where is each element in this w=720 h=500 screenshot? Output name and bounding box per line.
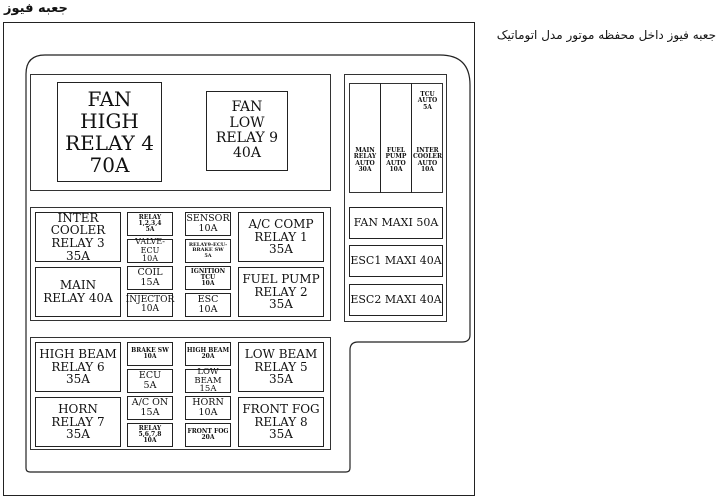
diagram-caption: جعبه فیوز داخل محفظه موتور مدل اتوماتیک — [496, 28, 716, 42]
fuse-esc1-maxi-40a: ESC1 MAXI 40A — [349, 245, 443, 277]
fuse-valve-ecu: VALVE-ECU 10A — [127, 238, 173, 263]
fuse-relay-5678: RELAY 5,6,7,8 10A — [127, 423, 173, 447]
page-title: جعبه فیوز — [4, 1, 68, 16]
fuse-sensor: SENSOR 10A — [185, 212, 231, 236]
fuse-coil: COIL 15A — [127, 266, 173, 290]
fuse-relay9-ecu-brake-sw: RELAY9-ECU- BRAKE SW 5A — [185, 239, 231, 263]
fuse-ignition-tcu: IGNITION TCU 10A — [185, 266, 231, 290]
fuse-horn: HORN 10A — [185, 396, 231, 420]
middle-fuse-section — [30, 207, 331, 321]
fan-low-relay-9: FAN LOW RELAY 9 40A — [206, 91, 288, 171]
fuse-inter-cooler-auto: INTER COOLER AUTO 10A — [412, 147, 442, 173]
fuse-brake-sw: BRAKE SW 10A — [127, 342, 173, 366]
auto-fuse-divider-1 — [380, 83, 381, 193]
top-relay-section — [30, 74, 331, 191]
fuse-tcu-auto: TCU AUTO 5A — [417, 91, 438, 111]
fuse-main-relay-auto: MAIN RELAY AUTO 30A — [353, 147, 377, 173]
auto-fuse-block — [349, 83, 443, 193]
fan-high-relay-4: FAN HIGH RELAY 4 70A — [57, 82, 162, 182]
low-beam-relay-5: LOW BEAM RELAY 5 35A — [238, 342, 324, 392]
fuse-esc: ESC 10A — [185, 293, 231, 317]
auto-fuse-divider-2 — [411, 83, 412, 193]
right-fuse-section — [344, 74, 447, 322]
fuse-injector: INJECTOR 10A — [126, 293, 174, 317]
front-fog-relay-8: FRONT FOG RELAY 8 35A — [238, 397, 324, 447]
fuse-relay-1234: RELAY 1,2,3,4 5A — [127, 212, 173, 236]
fuse-fuel-pump-auto: FUEL PUMP AUTO 10A — [385, 147, 407, 173]
horn-relay-7: HORN RELAY 7 35A — [35, 397, 121, 447]
fuse-ac-on: A/C ON 15A — [127, 396, 173, 420]
inter-cooler-relay-3: INTER COOLER RELAY 3 35A — [35, 212, 121, 262]
bottom-fuse-section — [30, 337, 331, 450]
main-relay-40a: MAIN RELAY 40A — [35, 267, 121, 317]
high-beam-relay-6: HIGH BEAM RELAY 6 35A — [35, 342, 121, 392]
ac-comp-relay-1: A/C COMP RELAY 1 35A — [238, 212, 324, 262]
fuse-fan-maxi-50a: FAN MAXI 50A — [349, 207, 443, 239]
fuse-front-fog: FRONT FOG 20A — [185, 423, 231, 447]
fuse-ecu: ECU 5A — [127, 369, 173, 393]
fuel-pump-relay-2: FUEL PUMP RELAY 2 35A — [238, 267, 324, 317]
fuse-high-beam: HIGH BEAM 20A — [185, 342, 231, 366]
fuse-box-outer-frame — [3, 22, 475, 496]
fuse-box-housing-outline — [25, 54, 471, 473]
fuse-low-beam: LOW BEAM 15A — [185, 367, 231, 394]
fuse-esc2-maxi-40a: ESC2 MAXI 40A — [349, 284, 443, 316]
